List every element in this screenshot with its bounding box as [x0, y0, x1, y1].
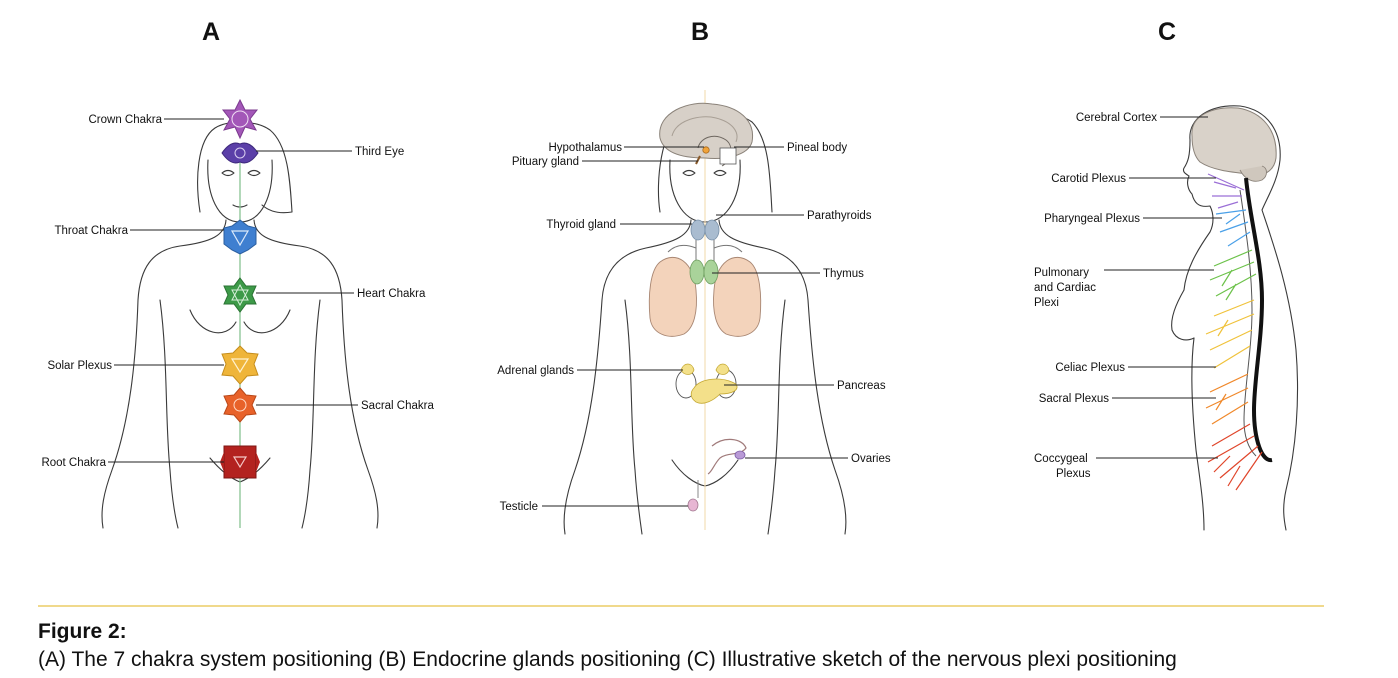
- solar-plexus-icon: [221, 345, 259, 385]
- label-thymus: Thymus: [823, 268, 864, 280]
- label-coccygeal-line-2: Plexus: [1056, 468, 1091, 480]
- label-root-chakra: Root Chakra: [41, 457, 106, 469]
- third-eye-icon: [221, 142, 259, 164]
- label-adrenal-glands: Adrenal glands: [497, 365, 574, 377]
- cerebrum-icon: [1191, 107, 1277, 182]
- testicle-icon: [687, 480, 699, 512]
- adrenal-glands-icon: [680, 363, 730, 375]
- thymus-icon: [689, 259, 719, 285]
- label-parathyroids: Parathyroids: [807, 210, 872, 222]
- trachea-icon: [667, 240, 743, 262]
- label-pancreas: Pancreas: [837, 380, 886, 392]
- panel-c-body-outline: [1171, 105, 1299, 531]
- ovaries-icon: [707, 438, 747, 475]
- panel-b-letter: B: [691, 18, 710, 46]
- figure-illustration: Crown Chakra Third Eye Throat Chakra Hea…: [41, 90, 1299, 535]
- lungs-icon: [648, 257, 762, 337]
- caption-divider: [38, 605, 1324, 607]
- throat-chakra-icon: [223, 219, 257, 255]
- label-testicle: Testicle: [500, 501, 538, 513]
- label-thyroid-gland: Thyroid gland: [546, 219, 616, 231]
- label-pharyngeal-plexus: Pharyngeal Plexus: [1044, 213, 1140, 225]
- label-pulmonary-line-1: Pulmonary: [1034, 267, 1089, 279]
- root-chakra-icon: [220, 445, 260, 479]
- figure-label: Figure 2:: [38, 620, 127, 643]
- thyroid-icon: [690, 219, 720, 241]
- figure-caption: (A) The 7 chakra system positioning (B) …: [38, 648, 1177, 671]
- pancreas-icon: [690, 378, 738, 404]
- label-throat-chakra: Throat Chakra: [54, 225, 128, 237]
- label-pineal-body: Pineal body: [787, 142, 847, 154]
- label-coccygeal-line-1: Coccygeal: [1034, 453, 1088, 465]
- panel-c-letter: C: [1158, 18, 1177, 46]
- spinal-cord-icon: [1239, 177, 1273, 462]
- panel-a-letter: A: [202, 18, 221, 46]
- label-solar-plexus: Solar Plexus: [47, 360, 112, 372]
- label-ovaries: Ovaries: [851, 453, 891, 465]
- label-pituary-gland: Pituary gland: [512, 156, 579, 168]
- label-celiac-plexus: Celiac Plexus: [1055, 362, 1125, 374]
- panel-a-body-outline: [101, 121, 379, 529]
- label-sacral-plexus: Sacral Plexus: [1039, 393, 1110, 405]
- label-carotid-plexus: Carotid Plexus: [1051, 173, 1126, 185]
- sacral-chakra-icon: [223, 387, 257, 423]
- label-heart-chakra: Heart Chakra: [357, 288, 426, 300]
- label-third-eye: Third Eye: [355, 146, 404, 158]
- label-hypothalamus: Hypothalamus: [548, 142, 622, 154]
- label-pulmonary-line-2: and Cardiac: [1034, 282, 1096, 294]
- heart-chakra-icon: [223, 277, 257, 313]
- panel-b-diagram: Hypothalamus Pituary gland Pineal body P…: [497, 90, 891, 535]
- panel-c-diagram: Cerebral Cortex Carotid Plexus Pharyngea…: [1034, 105, 1299, 531]
- brain-icon: [659, 102, 754, 167]
- panel-a-diagram: Crown Chakra Third Eye Throat Chakra Hea…: [41, 98, 434, 529]
- label-sacral-chakra: Sacral Chakra: [361, 400, 434, 412]
- nerve-branches: [1205, 173, 1263, 491]
- label-cerebral-cortex: Cerebral Cortex: [1076, 112, 1157, 124]
- label-pulmonary-line-3: Plexi: [1034, 297, 1059, 309]
- label-crown-chakra: Crown Chakra: [89, 114, 163, 126]
- crown-chakra-icon: [221, 98, 259, 140]
